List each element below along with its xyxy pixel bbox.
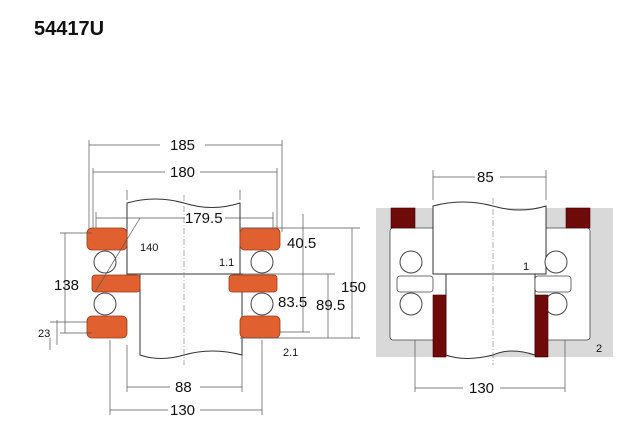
dim-89-5: 89.5 bbox=[316, 297, 345, 314]
left-drawing: 185 180 179.5 140 1.1 40.5 150 138 83.5 … bbox=[38, 137, 366, 419]
dim-130: 130 bbox=[170, 402, 195, 419]
housing-washer-top-left bbox=[86, 227, 128, 251]
dim-179-5: 179.5 bbox=[185, 210, 223, 227]
dim-2-1: 2.1 bbox=[283, 347, 298, 359]
dim-138: 138 bbox=[54, 277, 79, 294]
housing-washer-top-right bbox=[239, 227, 281, 251]
shaft-sleeve-left bbox=[432, 294, 447, 358]
shaft bbox=[432, 201, 547, 359]
dim-130-right: 130 bbox=[469, 380, 494, 397]
ball bbox=[93, 292, 117, 316]
note-2: 2 bbox=[596, 343, 602, 355]
dim-140: 140 bbox=[140, 242, 158, 254]
housing-washer-bottom-left bbox=[86, 315, 128, 339]
dim-83-5: 83.5 bbox=[278, 294, 307, 311]
ball bbox=[250, 292, 274, 316]
dim-23: 23 bbox=[38, 328, 50, 340]
shaft-sleeve-right bbox=[534, 294, 549, 358]
shaft-washer-left bbox=[91, 274, 141, 293]
housing-spacer-left bbox=[390, 207, 416, 229]
dim-180: 180 bbox=[170, 164, 195, 181]
housing-spacer-right bbox=[565, 207, 591, 229]
housing-washer-bottom-right bbox=[239, 315, 281, 339]
dim-150: 150 bbox=[341, 279, 366, 296]
dim-40-5: 40.5 bbox=[287, 235, 316, 252]
right-drawing: 85 130 1 2 bbox=[376, 169, 613, 397]
shaft bbox=[126, 198, 243, 359]
ball bbox=[399, 292, 423, 316]
dim-85: 85 bbox=[477, 169, 494, 186]
ball bbox=[250, 250, 274, 274]
dim-1-1: 1.1 bbox=[219, 257, 234, 269]
note-1: 1 bbox=[523, 261, 529, 273]
dim-185: 185 bbox=[170, 137, 195, 154]
shaft-washer-right bbox=[228, 274, 278, 293]
ball bbox=[399, 250, 423, 274]
bearing-part-number: 54417U bbox=[34, 18, 105, 40]
ball bbox=[93, 250, 117, 274]
ball bbox=[544, 250, 568, 274]
dim-88: 88 bbox=[175, 379, 192, 396]
